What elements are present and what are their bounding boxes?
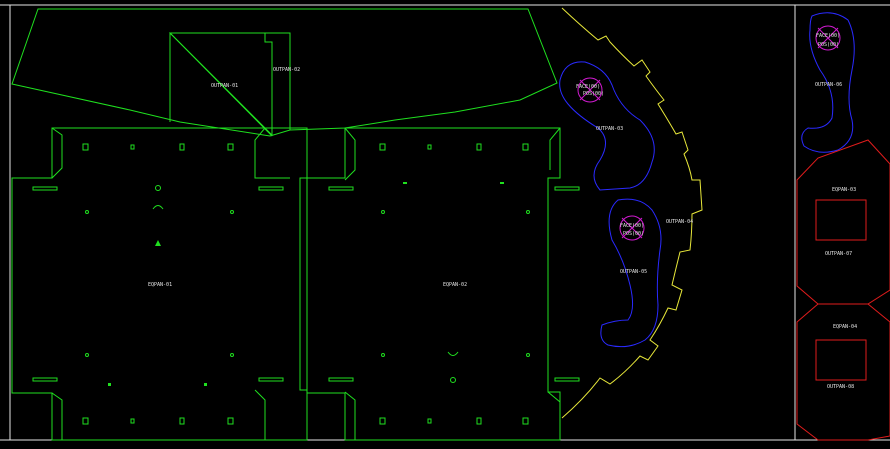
device-cross [817, 27, 839, 49]
point-marker [85, 353, 89, 357]
bench-marker [258, 186, 284, 191]
red-bays [796, 139, 890, 441]
fixture-marker [130, 144, 135, 150]
device-1-label-2: POS(00) [583, 91, 604, 97]
tick-marker [500, 182, 504, 184]
arc-marker [152, 205, 164, 210]
fixture-marker [476, 417, 482, 425]
label-upper-bay: OUTPAN-01 [211, 83, 238, 89]
label-roof-tag: OUTPAN-02 [273, 67, 300, 73]
label-lower-loop-note: OUTPAN-04 [666, 219, 693, 225]
device-2-label-2: POS(00) [623, 231, 644, 237]
fixture-marker [427, 418, 432, 424]
label-upper-loop-note: OUTPAN-05 [620, 269, 647, 275]
bench-marker [328, 186, 354, 191]
right-hall-corner-bl [344, 391, 356, 440]
point-marker [526, 353, 530, 357]
point-marker [230, 353, 234, 357]
fixture-marker [379, 143, 386, 151]
device-2 [619, 215, 645, 241]
bench-marker [32, 186, 58, 191]
fixture-marker [522, 143, 529, 151]
right-hall-outline [306, 127, 561, 441]
roof-right-wall [265, 32, 291, 130]
red-bay-2-label-top: EQPAN-04 [833, 324, 857, 330]
device-2-label-1: FACE(00) [620, 223, 644, 229]
bench-marker [328, 377, 354, 382]
red-bay-2-inner [815, 339, 867, 381]
fixture-marker [522, 417, 529, 425]
text-labels: OUTPAN-01 OUTPAN-02 EQPAN-01 EQPAN-02 OU… [148, 33, 857, 390]
point-marker [230, 210, 234, 214]
point-marker [85, 210, 89, 214]
right-hall-corner-tr [549, 127, 561, 170]
device-3-label-2: POS(00) [818, 42, 839, 48]
arrow-marker [155, 240, 161, 246]
bench-marker [554, 377, 580, 382]
fixture-marker [227, 143, 234, 151]
upper-loop [559, 61, 655, 191]
fixture-marker [82, 417, 89, 425]
conveyor-loops [559, 12, 855, 348]
point-marker [381, 210, 385, 214]
fixture-markers [32, 143, 580, 425]
left-hall-corner-tl [51, 127, 63, 179]
label-side-loop-note: OUTPAN-06 [815, 82, 842, 88]
arc-marker [447, 351, 459, 356]
tick-marker [108, 383, 111, 386]
label-left-hall: EQPAN-01 [148, 282, 172, 288]
node-marker [155, 185, 161, 191]
red-bay-2-label-bottom: OUTPAN-08 [827, 384, 854, 390]
device-ring [815, 25, 841, 51]
bench-marker [258, 377, 284, 382]
red-bay-2-outline [796, 303, 890, 441]
fixture-marker [379, 417, 386, 425]
fixture-marker [427, 144, 432, 150]
red-bay-1-label-top: EQPAN-03 [832, 187, 856, 193]
fixture-marker [130, 418, 135, 424]
left-hall-corner-bl [51, 392, 63, 440]
left-hall-corner-br [254, 389, 266, 440]
device-1-label-1: FACE(00) [576, 84, 600, 90]
left-hall-corner-tr [254, 127, 290, 179]
right-hall [306, 127, 561, 441]
point-marker [381, 353, 385, 357]
bench-marker [554, 186, 580, 191]
devices [577, 25, 841, 241]
device-3-label-1: FACE(00) [816, 33, 840, 39]
drawing-frame [0, 4, 890, 441]
side-loop [801, 12, 855, 153]
device-cross [579, 79, 601, 101]
label-lower-loop-tag: OUTPAN-03 [596, 126, 623, 132]
roof-diagonal [169, 32, 273, 137]
fixture-marker [476, 143, 482, 151]
device-ring [577, 77, 603, 103]
bench-marker [32, 377, 58, 382]
device-cross [621, 217, 643, 239]
red-bay-1-inner [815, 199, 867, 241]
lower-loop [600, 198, 662, 348]
roof-triangle [168, 32, 273, 137]
fixture-marker [82, 143, 89, 151]
tick-marker [403, 182, 407, 184]
red-bay-1-outline [796, 139, 890, 305]
red-bay-1-label-bottom: OUTPAN-07 [825, 251, 852, 257]
tick-marker [204, 383, 207, 386]
fixture-marker [179, 143, 185, 151]
device-ring [619, 215, 645, 241]
node-marker [450, 377, 456, 383]
right-hall-corner-tl [344, 127, 356, 181]
curved-wing [561, 7, 703, 419]
device-1 [577, 77, 603, 103]
device-3 [815, 25, 841, 51]
fixture-marker [179, 417, 185, 425]
right-hall-corner-br [547, 391, 561, 418]
label-right-hall: EQPAN-02 [443, 282, 467, 288]
point-marker [526, 210, 530, 214]
fixture-marker [227, 417, 234, 425]
wing-outer-edge [561, 7, 703, 419]
